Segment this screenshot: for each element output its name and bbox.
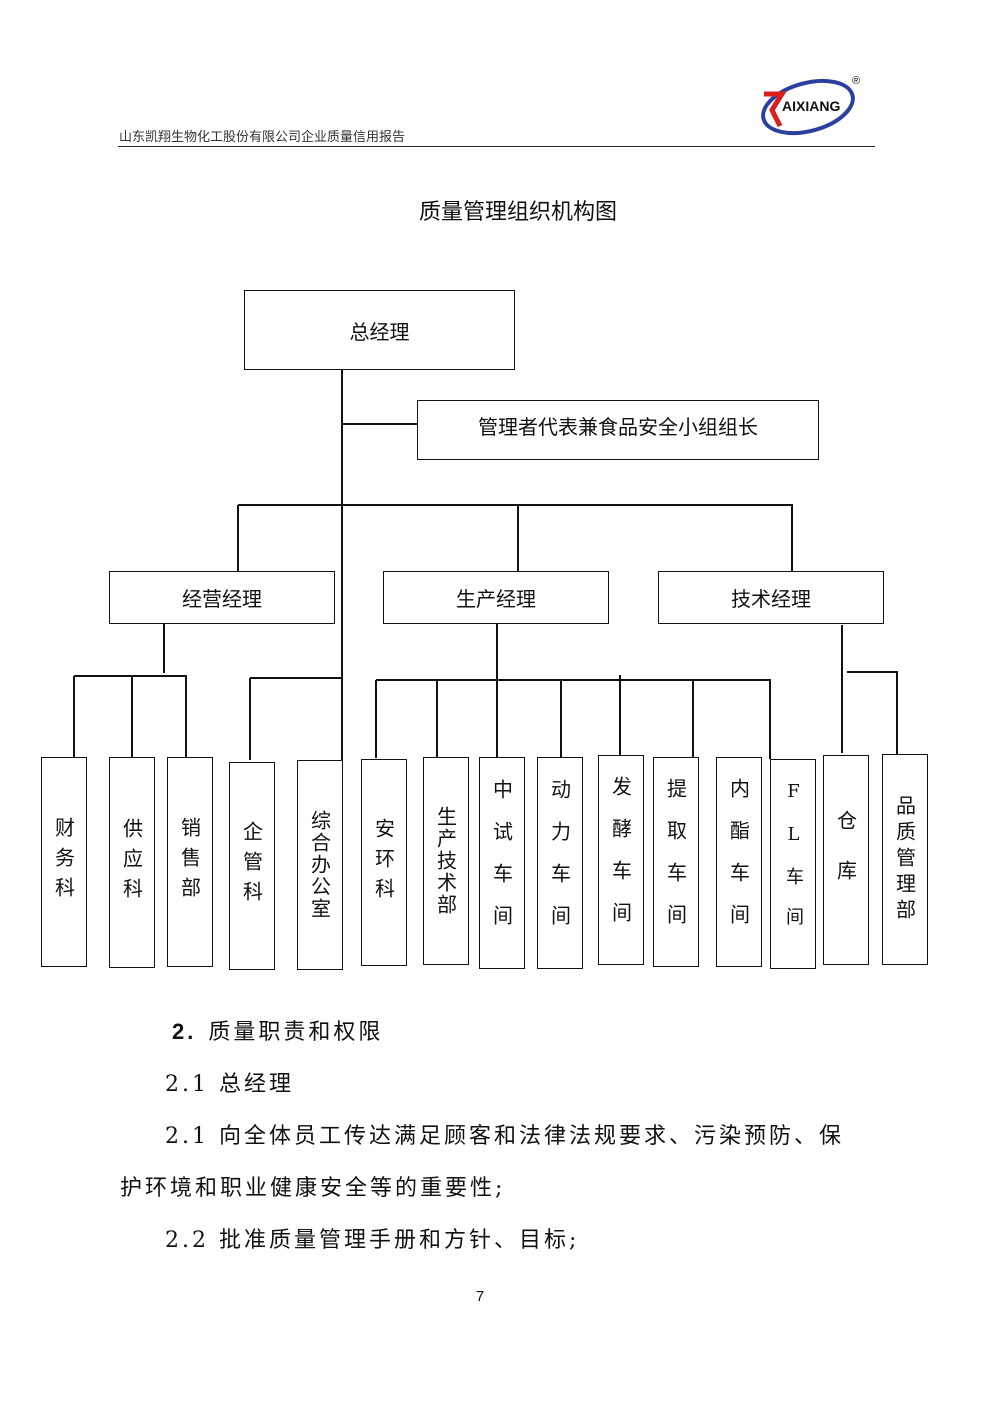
org-box-dept: 财务科 — [41, 757, 87, 967]
svg-text:®: ® — [852, 75, 860, 87]
connector-line — [517, 505, 519, 571]
subsection-heading: 2.1 总经理 — [165, 1072, 294, 1097]
connector-line — [249, 678, 251, 760]
org-box-general-manager: 总经理 — [244, 290, 515, 370]
org-box-dept: 动力车间 — [537, 757, 583, 969]
paragraph: 2.1 向全体员工传达满足顾客和法律法规要求、污染预防、保 — [165, 1124, 844, 1149]
connector-line — [250, 677, 342, 679]
svg-text:AIXIANG: AIXIANG — [782, 98, 840, 114]
org-box-manager: 技术经理 — [658, 571, 884, 624]
org-box-dept: 中试车间 — [479, 757, 525, 969]
connector-line — [237, 505, 239, 571]
org-box-manager: 生产经理 — [383, 571, 609, 624]
connector-line — [496, 680, 498, 757]
page-number: 7 — [475, 1288, 485, 1305]
connector-line — [769, 680, 771, 759]
org-box-dept: 安环科 — [361, 759, 407, 966]
section-heading: 2. 质量职责和权限 — [172, 1014, 383, 1046]
connector-line — [376, 679, 771, 681]
org-box-dept: 提取车间 — [653, 757, 699, 967]
connector-line — [73, 676, 75, 757]
paragraph: 护环境和职业健康安全等的重要性; — [120, 1176, 506, 1201]
org-box-dept: 品质管理部 — [882, 754, 928, 965]
org-box-dept: 仓库 — [823, 755, 869, 965]
connector-line — [791, 505, 793, 571]
connector-line — [436, 680, 438, 757]
connector-line — [692, 680, 694, 757]
connector-line — [341, 370, 343, 760]
org-box-dept: 发酵车间 — [598, 755, 644, 965]
org-box-dept: 企管科 — [229, 762, 275, 970]
section-number: 2. — [172, 1019, 197, 1044]
header-divider — [118, 146, 875, 147]
org-box-dept: 生产技术部 — [423, 757, 469, 965]
connector-line — [619, 675, 621, 755]
org-box-dept: 内酯车间 — [716, 757, 762, 967]
header-text: 山东凯翔生物化工股份有限公司企业质量信用报告 — [119, 130, 406, 145]
section-title: 质量职责和权限 — [208, 1020, 384, 1045]
paragraph: 2.2 批准质量管理手册和方针、目标; — [165, 1228, 580, 1253]
org-box-dept: 销售部 — [167, 757, 213, 967]
connector-line — [342, 423, 418, 425]
connector-line — [131, 676, 133, 757]
connector-line — [560, 680, 562, 757]
connector-line — [238, 504, 793, 506]
org-box-dept: FL车间 — [770, 759, 816, 969]
chart-title: 质量管理组织机构图 — [418, 200, 617, 225]
connector-line — [496, 623, 498, 680]
connector-line — [375, 680, 377, 758]
connector-line — [847, 671, 898, 673]
company-logo: AIXIANG ® — [758, 70, 868, 140]
connector-line — [896, 672, 898, 754]
connector-line — [74, 675, 187, 677]
connector-line — [185, 676, 187, 757]
connector-line — [163, 623, 165, 673]
org-box-management-rep: 管理者代表兼食品安全小组组长 — [417, 400, 819, 460]
org-box-dept: 综合办公室 — [297, 760, 343, 970]
org-box-manager: 经营经理 — [109, 571, 335, 624]
org-box-dept: 供应科 — [109, 757, 155, 968]
connector-line — [841, 625, 843, 753]
